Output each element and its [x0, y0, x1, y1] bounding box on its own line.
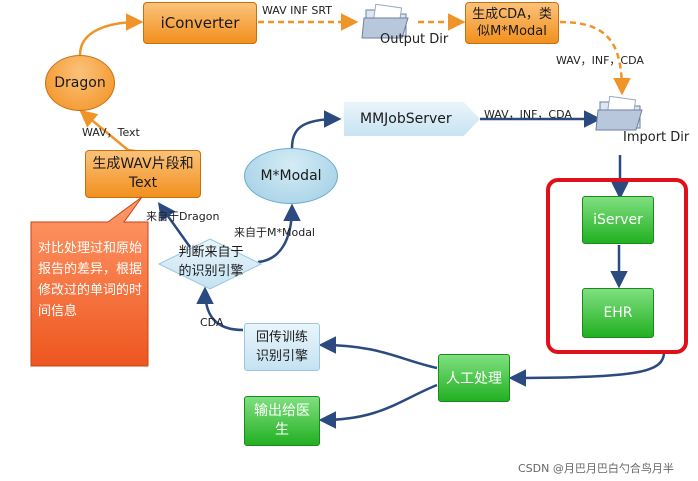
feedback-node: 回传训练识别引擎 [244, 323, 320, 371]
edge-manual-feedback [318, 336, 438, 370]
edge-cda-import [559, 20, 631, 96]
note-text: 对比处理过和原始报告的差异，根据修改过的单词的时间信息 [38, 241, 143, 319]
import-dir-folder [594, 95, 654, 136]
note-callout: 对比处理过和原始报告的差异，根据修改过的单词的时间信息 [30, 196, 150, 368]
mmodal-label: M*Modal [260, 168, 322, 184]
mmjobserver-node: MMJobServer [344, 102, 480, 136]
manual-processing-node: 人工处理 [438, 354, 510, 402]
folder-icon [361, 3, 409, 39]
feedback-label: 回传训练识别引擎 [255, 330, 308, 364]
edge-label-wav-text: WAV，Text [82, 126, 140, 139]
edge-mmodal-mmjob [290, 110, 342, 149]
iserver-label: iServer [593, 212, 643, 228]
output-dir-folder [360, 3, 420, 44]
edge-label-cda: CDA [200, 316, 224, 329]
edge-label-wav-inf-srt: WAV INF SRT [262, 4, 332, 17]
output-doctor-node: 输出给医生 [244, 396, 320, 446]
diamond-shape [158, 238, 262, 290]
output-doctor-label: 输出给医生 [254, 403, 310, 438]
ehr-node: EHR [582, 288, 654, 338]
edge-judge-wav [157, 202, 192, 248]
folder-icon [595, 95, 643, 131]
watermark: CSDN @月巴月巴白勺合鸟月半 [518, 462, 674, 475]
edge-label-wav-inf-cda-mid: WAV，INF，CDA [484, 108, 572, 121]
edge-judge-mmodal [257, 203, 301, 264]
output-dir-label: Output Dir [380, 32, 449, 47]
dragon-label: Dragon [54, 75, 106, 91]
dragon-node: Dragon [45, 55, 115, 111]
iconverter-node: iConverter [143, 2, 257, 44]
judge-node: 判断来自于的识别引擎 [158, 238, 262, 290]
generate-cda-node: 生成CDA，类似M*Modal [465, 2, 559, 44]
mmodal-node: M*Modal [244, 148, 338, 204]
edge-label-wav-inf-cda-right: WAV，INF，CDA [556, 54, 644, 67]
manual-processing-label: 人工处理 [446, 371, 502, 387]
edge-ehr-manual [508, 351, 666, 387]
mmjobserver-label: MMJobServer [360, 111, 452, 127]
import-dir-label: Import Dir [623, 130, 690, 145]
edge-label-from-mmodal: 来自于M*Modal [234, 226, 315, 239]
generate-cda-label: 生成CDA，类似M*Modal [472, 7, 552, 39]
generate-wav-node: 生成WAV片段和Text [85, 150, 201, 198]
edge-dragon-iconverter [78, 13, 144, 56]
iserver-node: iServer [582, 196, 654, 244]
highlight-frame [546, 178, 688, 354]
judge-label: 判断来自于的识别引擎 [178, 245, 244, 279]
edge-feedback-judge [196, 286, 244, 332]
edge-label-from-dragon: 来自于Dragon [146, 210, 220, 223]
edge-manual-doctor [318, 383, 438, 429]
callout-shape [30, 196, 149, 367]
iconverter-label: iConverter [160, 14, 240, 32]
generate-wav-label: 生成WAV片段和Text [92, 156, 194, 191]
ehr-label: EHR [603, 305, 633, 321]
